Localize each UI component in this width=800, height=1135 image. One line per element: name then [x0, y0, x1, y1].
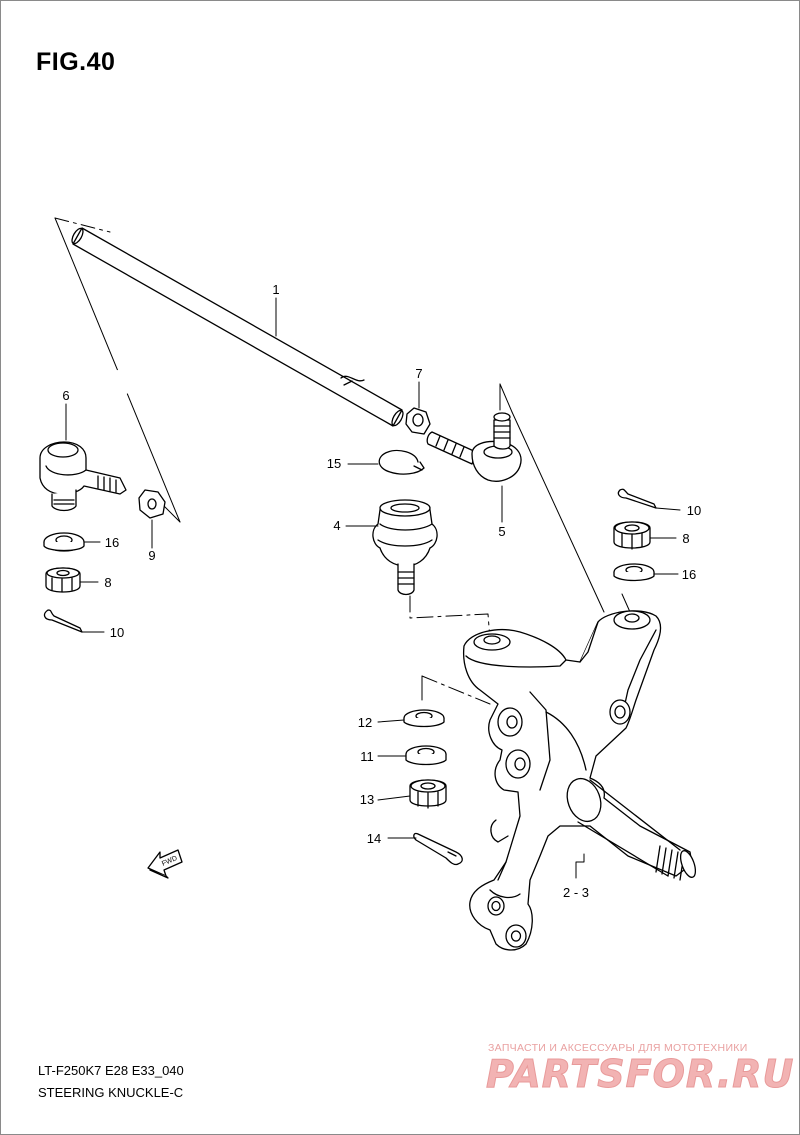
part-12-washer: [403, 709, 445, 728]
part-2-3-steering-knuckle: [462, 610, 697, 951]
part-8-castle-nut-right: [613, 521, 651, 550]
part-5-tie-rod-end: [426, 412, 522, 482]
part-15-circlip: [378, 449, 425, 475]
watermark-tagline: ЗАПЧАСТИ И АКСЕССУАРЫ ДЛЯ МОТОТЕХНИКИ: [488, 1042, 748, 1054]
right-guide-lines: [499, 383, 631, 613]
part-7-jam-nut: [405, 407, 431, 435]
part-4-ball-joint: [372, 499, 438, 596]
part-6-tie-rod-end: [39, 441, 127, 512]
ball-joint-guide: [409, 595, 491, 641]
part-16-washer-right: [613, 563, 655, 582]
callout-9: 9: [148, 548, 155, 563]
callout-10-left: 10: [110, 625, 124, 640]
callout-12: 12: [358, 715, 372, 730]
part-10-cotter-pin-right: [617, 488, 657, 509]
callout-13: 13: [360, 792, 374, 807]
leader-lines: [65, 297, 681, 879]
part-16-washer-left: [43, 532, 85, 552]
callout-2-3: 2 - 3: [563, 885, 589, 900]
part-13-castle-nut: [409, 779, 447, 809]
callout-14: 14: [367, 831, 381, 846]
callout-16-left: 16: [105, 535, 119, 550]
fwd-arrow-icon: [147, 849, 183, 879]
figure-code: LT-F250K7 E28 E33_040: [38, 1063, 184, 1078]
part-10-cotter-pin-left: [43, 609, 83, 633]
callout-labels: 1 7 6 15 5 4 9 16 8 10 10 8 16 12 11 13 …: [62, 282, 701, 900]
callout-16-right: 16: [682, 567, 696, 582]
watermark-logo[interactable]: PARTSFOR.RU: [485, 1052, 795, 1097]
callout-11: 11: [360, 749, 374, 764]
figure-name: STEERING KNUCKLE-C: [38, 1085, 184, 1100]
part-1-tie-rod: [71, 227, 404, 427]
callout-1: 1: [272, 282, 279, 297]
callout-6: 6: [62, 388, 69, 403]
figure-title: FIG.40: [36, 48, 116, 76]
part-14-cotter-pin: [413, 832, 463, 866]
callout-15: 15: [327, 456, 341, 471]
callout-8-left: 8: [104, 575, 111, 590]
callout-8-right: 8: [682, 531, 689, 546]
callout-4: 4: [333, 518, 340, 533]
part-11-lock-washer: [405, 745, 447, 766]
part-9-nut: [138, 489, 166, 519]
part-8-castle-nut-left: [45, 567, 81, 593]
callout-7: 7: [415, 366, 422, 381]
callout-10-right: 10: [687, 503, 701, 518]
knuckle-washer-guide: [421, 675, 491, 705]
callout-5: 5: [498, 524, 505, 539]
